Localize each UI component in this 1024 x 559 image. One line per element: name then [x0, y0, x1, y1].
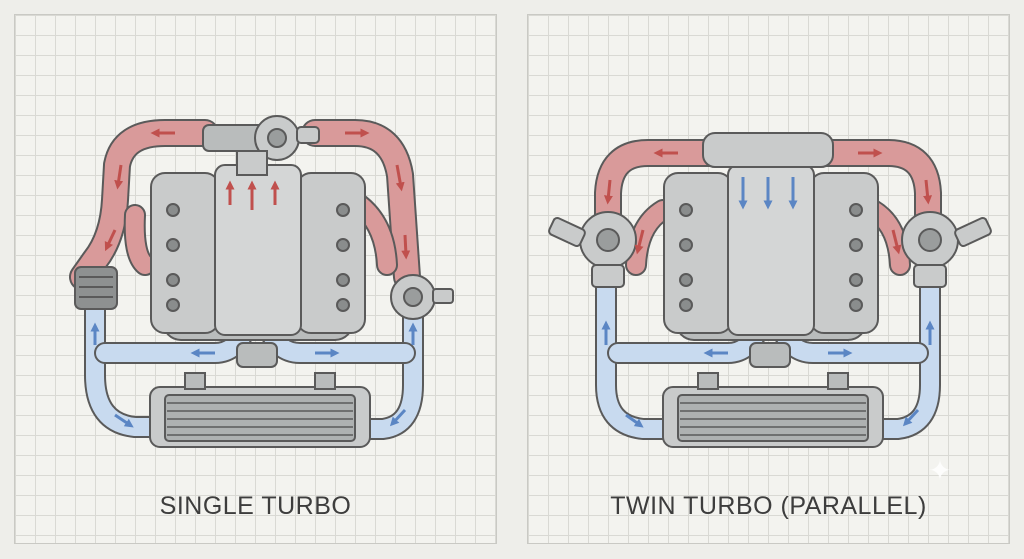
right-cylinder-head	[296, 172, 366, 334]
engine-block	[150, 164, 366, 368]
intake-manifold	[727, 164, 815, 336]
engine-block	[663, 132, 879, 368]
intercooler	[149, 372, 371, 448]
turbocharger	[202, 115, 320, 176]
left-cylinder-head	[663, 172, 733, 334]
intake-flow-arrows	[601, 177, 935, 428]
sparkle-icon: ✦	[928, 455, 952, 486]
compressor-housing	[390, 274, 454, 320]
right-cylinder-head	[809, 172, 879, 334]
twin-turbo-panel: TWIN TURBO (PARALLEL)	[527, 14, 1010, 544]
panel-caption: TWIN TURBO (PARALLEL)	[610, 492, 927, 520]
right-turbocharger	[901, 211, 992, 288]
exhaust-flow-arrows	[104, 128, 411, 260]
exhaust-flow-arrows	[603, 148, 933, 255]
intercooler	[662, 372, 884, 448]
intake-flow-arrows	[90, 322, 418, 428]
air-filter	[74, 266, 118, 310]
left-turbocharger	[548, 211, 637, 288]
intake-manifold	[214, 164, 302, 336]
plenum	[702, 132, 834, 168]
single-turbo-panel: SINGLE TURBO	[14, 14, 497, 544]
left-cylinder-head	[150, 172, 220, 334]
twin-turbo-diagram	[548, 132, 992, 448]
panel-caption: SINGLE TURBO	[159, 492, 352, 520]
single-turbo-diagram	[69, 115, 454, 448]
